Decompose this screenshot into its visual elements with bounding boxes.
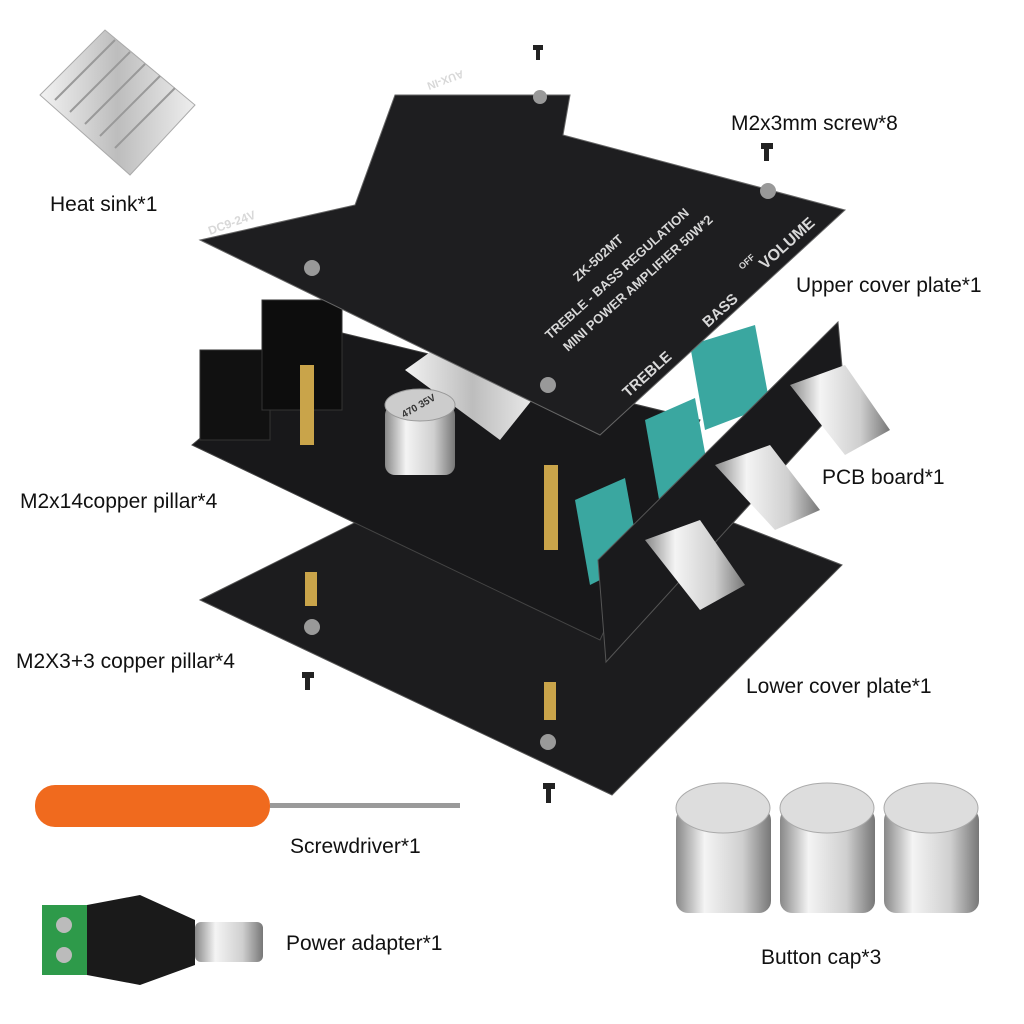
capacitor: 470 35V [384,388,456,475]
copper-pillar-14mm [300,365,314,445]
screw-icon [543,783,555,803]
label-screw: M2x3mm screw*8 [731,112,898,135]
knob-shaft [645,365,890,610]
copper-pillar-14mm [544,465,558,550]
screwdriver [35,785,460,827]
upper-cover-plate [198,94,847,436]
screw-icon [761,143,773,161]
label-power-adapter: Power adapter*1 [286,932,443,955]
copper-pillar [305,572,317,606]
label-pcb: PCB board*1 [822,466,945,489]
potentiometer-volume [690,325,770,430]
button-caps [675,782,979,913]
dc-jack [199,349,271,441]
label-pillar-14: M2x14copper pillar*4 [20,490,218,513]
label-button-cap: Button cap*3 [761,946,882,969]
button-cap [675,782,771,913]
mount-hole [760,183,776,199]
heat-sink [39,29,196,176]
screw-icon [533,45,543,60]
label-pillar-3: M2X3+3 copper pillar*4 [16,650,235,673]
mount-hole [304,619,320,635]
pcb-heatsink [405,345,540,440]
mount-hole [304,260,320,276]
label-heat-sink: Heat sink*1 [50,193,158,216]
button-cap [779,782,875,913]
button-cap [883,782,979,913]
screws [302,45,773,803]
screw-icon [302,672,314,690]
power-adapter [42,895,263,985]
mount-hole [540,377,556,393]
board-aux: AUX-IN [425,67,465,91]
label-lower-cover: Lower cover plate*1 [746,675,932,698]
mount-hole [540,734,556,750]
label-screwdriver: Screwdriver*1 [290,835,421,858]
label-upper-cover: Upper cover plate*1 [796,274,982,297]
mount-hole [533,90,547,104]
copper-pillar [544,682,556,720]
